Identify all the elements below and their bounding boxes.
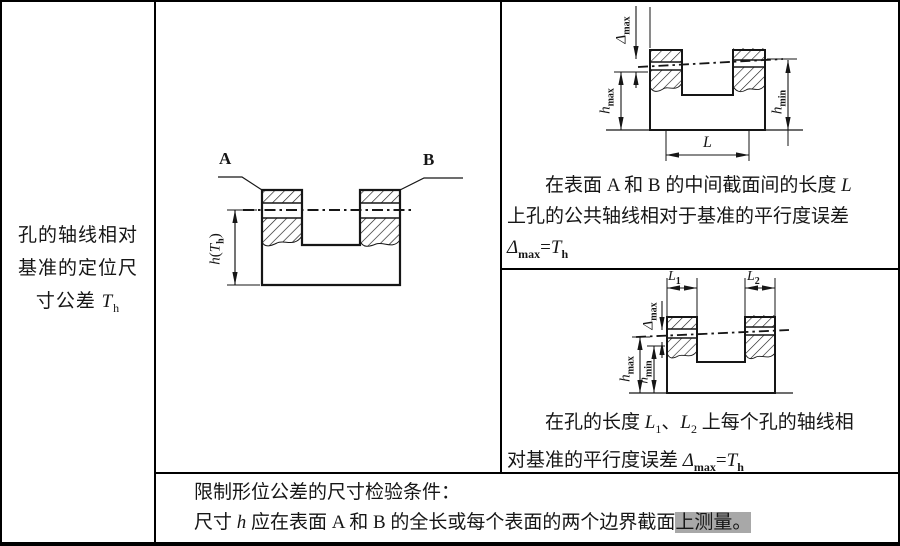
footer-text-1: 尺寸 [194,512,237,533]
length-l-label: L [703,134,712,152]
parallelism-common-axis-drawing [606,6,803,161]
var-delta: Δ [507,237,519,258]
var-T: T [101,291,114,313]
h-min-dimension [647,345,665,393]
sub-h: h [113,300,121,315]
caption-bottom-text-1: 在孔的长度 [545,412,645,433]
h-max-dimension [614,71,648,130]
h-min-label: hmin [770,90,789,114]
paren-close: ) [207,233,224,239]
h-max-dimension [632,336,650,393]
var-h: h [236,512,247,533]
surface-b-label: B [423,150,435,169]
sub-1: 1 [655,421,662,436]
caption-bottom-line-2: 对基准的平行度误差 Δmax=Th [507,445,894,483]
row-header-line-2: 基准的定位尺 [17,258,138,280]
l2-dimension [744,278,776,316]
sub-max: max [605,88,617,107]
delta-max-dimension [633,6,651,88]
var-h: h [617,374,634,382]
footer-text-highlighted: 上测量。 [675,512,752,533]
var-L: L [680,412,691,433]
sub-h: h [737,459,744,474]
sub-min: min [777,89,789,107]
paren-open: ( [207,252,224,258]
caption-bottom: 在孔的长度 L1、L2 上每个孔的轴线相 对基准的平行度误差 Δmax=Th [507,407,894,483]
delta-max-label: Δmax [614,16,633,43]
row-header-line-3: 寸公差 Th [36,285,120,325]
var-L: L [703,134,712,151]
h-max-label: hmax [598,88,617,114]
figure-top-cell: Δmax hmax hmin L 在表面 A 和 B 的中间截面间的长度 L 上… [502,2,898,270]
sub-2: 2 [754,275,760,287]
h-min-label: hmin [636,360,655,383]
var-T: T [550,237,562,258]
leader-lines [218,176,463,191]
var-L: L [668,269,676,284]
part-outline [649,49,766,131]
axis-line [635,329,790,338]
footer-note-cell: 限制形位公差的尺寸检验条件： 尺寸 h 应在表面 A 和 B 的全长或每个表面的… [156,472,898,542]
l1-dimension [666,278,698,316]
h-dimension [227,209,260,286]
var-delta: Δ [640,320,657,330]
equals-sign: = [715,449,727,471]
ideographic-comma: 、 [661,412,681,433]
hatch-bands [261,190,401,247]
parallelism-each-axis-drawing [629,278,793,394]
var-L: L [644,412,656,433]
caption-top: 在表面 A 和 B 的中间截面间的长度 L 上孔的公共轴线相对于基准的平行度误差… [507,170,894,270]
row-header-line-1: 孔的轴线相对 [17,225,138,247]
var-h: h [597,106,614,114]
delta-max-label: Δmax [641,302,660,329]
caption-top-line-2: 上孔的公共轴线相对于基准的平行度误差 [507,206,850,227]
surface-a-label: A [219,149,232,168]
figure-bottom-cell: L1 L2 Δmax hmax hmin 在孔的长度 L1、L2 上每个孔的轴线… [502,269,898,474]
part-outline [260,188,402,287]
caption-bottom-text-2: 上每个孔的轴线相 [696,412,854,433]
main-figure-cell: A B h(Th) [156,2,502,472]
var-delta: Δ [682,449,694,471]
sub-h: h [215,238,227,244]
sub-max: max [518,246,541,261]
h-max-label: hmax [618,356,637,382]
equals-sign: = [540,237,551,258]
h-min-dimension [767,58,797,146]
var-L: L [841,175,852,196]
footer-text-2: 应在表面 A 和 B 的全长或每个表面的两个边界截面 [246,512,676,533]
var-h: h [635,377,651,384]
row-header-cell: 孔的轴线相对 基准的定位尺 寸公差 Th [2,2,156,542]
sub-h: h [561,246,569,261]
caption-top-formula: Δmax=Th [507,232,894,270]
footer-line-2: 尺寸 h 应在表面 A 和 B 的全长或每个表面的两个边界截面上测量。 [194,508,898,538]
height-dimension-label: h(Th) [208,233,227,264]
sub-min: min [643,360,655,378]
var-h: h [207,257,224,265]
var-delta: Δ [613,34,630,44]
var-L: L [747,269,755,284]
sub-max: max [648,302,660,321]
length-l2-label: L2 [747,269,760,287]
sub-max: max [621,16,633,35]
sub-2: 2 [690,421,697,436]
caption-top-line-1: 在表面 A 和 B 的中间截面间的长度 L [507,170,894,201]
hatch-bands [666,315,776,360]
sub-1: 1 [675,275,681,287]
part-outline [666,316,776,394]
u-block-section-drawing [218,176,463,287]
footer-line-1: 限制形位公差的尺寸检验条件： [194,482,461,503]
var-T: T [207,243,224,253]
row-header-line-3-text: 寸公差 [35,291,102,313]
length-l1-label: L1 [668,269,681,287]
sub-max: max [693,459,716,474]
length-dimension [665,131,750,161]
caption-bottom-line-1: 在孔的长度 L1、L2 上每个孔的轴线相 [507,407,894,445]
var-h: h [769,106,786,115]
caption-bottom-text-3: 对基准的平行度误差 [507,449,683,471]
axis-line [637,58,784,68]
hatch-bands [649,48,766,93]
caption-top-text-1: 在表面 A 和 B 的中间截面间的长度 [545,175,842,196]
var-T: T [726,449,738,471]
